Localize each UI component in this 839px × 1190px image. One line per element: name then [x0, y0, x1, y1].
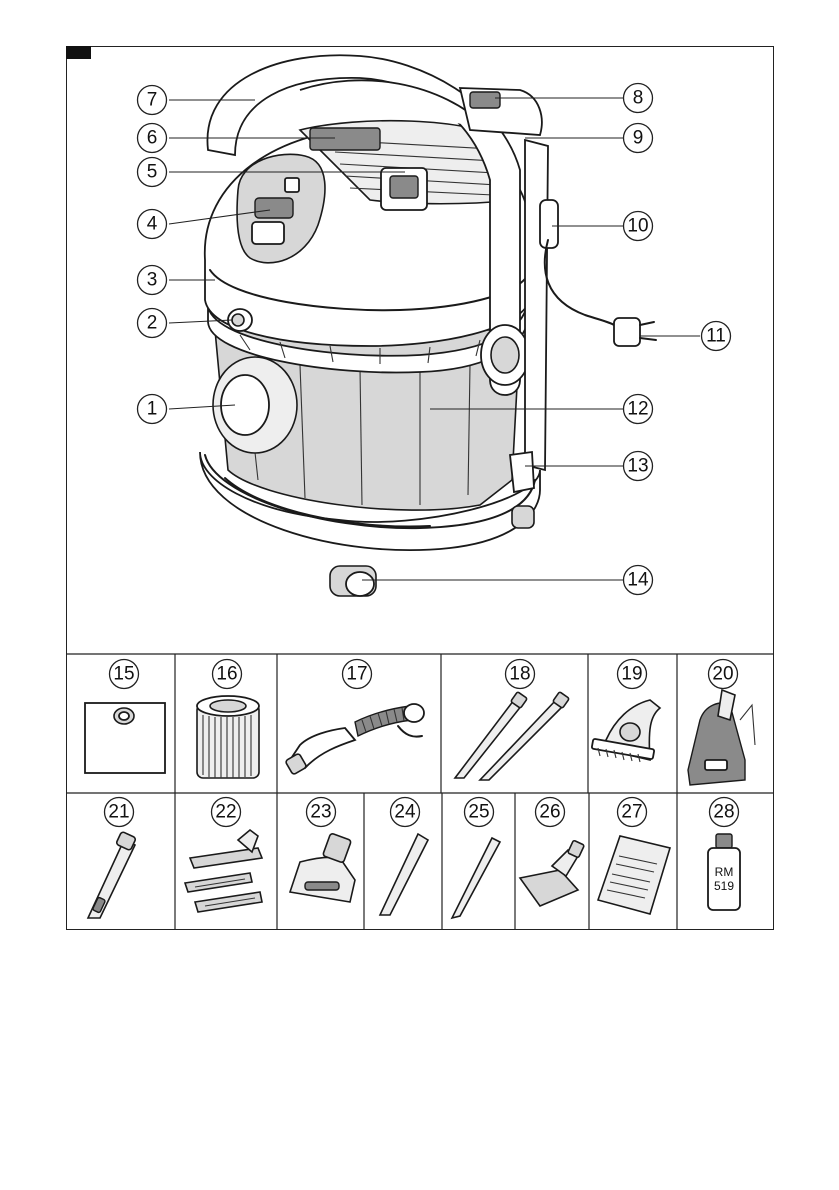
svg-text:22: 22 — [215, 802, 236, 823]
svg-text:1: 1 — [147, 399, 158, 420]
floor-nozzle-inserts-icon — [185, 830, 262, 912]
callout-26: 26 — [536, 798, 565, 827]
callout-8: 8 — [624, 84, 653, 113]
bottle-label-line1: RM — [715, 865, 734, 879]
svg-text:18: 18 — [509, 664, 530, 685]
svg-text:27: 27 — [621, 802, 642, 823]
callout-9: 9 — [624, 124, 653, 153]
callout-12: 12 — [624, 395, 653, 424]
callout-3: 3 — [138, 266, 167, 295]
svg-text:17: 17 — [346, 664, 367, 685]
callout-25: 25 — [465, 798, 494, 827]
filter-bag-icon — [85, 703, 165, 773]
detergent-bottle-icon: RM 519 — [708, 834, 740, 910]
svg-text:10: 10 — [627, 216, 648, 237]
callout-24: 24 — [391, 798, 420, 827]
adapter-icon — [88, 831, 136, 918]
upholstery-nozzle-icon — [290, 833, 355, 902]
accessory-grid — [66, 654, 774, 930]
svg-text:2: 2 — [147, 313, 158, 334]
suction-tubes-icon — [455, 692, 569, 780]
callout-16: 16 — [213, 660, 242, 689]
callout-5: 5 — [138, 158, 167, 187]
callout-28: 28 — [710, 798, 739, 827]
hard-floor-nozzle-icon — [520, 840, 584, 906]
svg-text:3: 3 — [147, 270, 158, 291]
svg-text:23: 23 — [310, 802, 331, 823]
vacuum-cleaner-illustration — [200, 55, 656, 596]
svg-text:25: 25 — [468, 802, 489, 823]
svg-text:15: 15 — [113, 664, 134, 685]
callout-22: 22 — [212, 798, 241, 827]
floor-spray-nozzle-icon — [688, 690, 755, 785]
callout-2: 2 — [138, 309, 167, 338]
svg-text:4: 4 — [147, 214, 158, 235]
callout-6: 6 — [138, 124, 167, 153]
crevice-nozzle-icon — [380, 834, 428, 915]
callout-14: 14 — [624, 566, 653, 595]
callout-11: 11 — [702, 322, 731, 351]
callout-21: 21 — [105, 798, 134, 827]
cartridge-filter-icon — [197, 696, 259, 778]
svg-text:16: 16 — [216, 664, 237, 685]
upholstery-spray-nozzle-icon — [592, 700, 660, 762]
callout-7: 7 — [138, 86, 167, 115]
bottle-label-line2: 519 — [714, 879, 734, 893]
svg-text:24: 24 — [394, 802, 416, 823]
svg-text:11: 11 — [706, 326, 726, 347]
svg-text:20: 20 — [712, 664, 733, 685]
svg-text:6: 6 — [147, 128, 158, 149]
callout-27: 27 — [618, 798, 647, 827]
svg-text:9: 9 — [633, 128, 644, 149]
svg-text:26: 26 — [539, 802, 560, 823]
svg-text:12: 12 — [627, 399, 648, 420]
svg-text:28: 28 — [713, 802, 734, 823]
spray-suction-hose-icon — [285, 704, 424, 775]
callout-18: 18 — [506, 660, 535, 689]
svg-text:7: 7 — [147, 90, 158, 111]
svg-text:21: 21 — [108, 802, 129, 823]
svg-text:19: 19 — [621, 664, 642, 685]
svg-text:5: 5 — [147, 162, 158, 183]
callout-19: 19 — [618, 660, 647, 689]
callout-1: 1 — [138, 395, 167, 424]
callout-20: 20 — [709, 660, 738, 689]
svg-text:8: 8 — [633, 88, 644, 109]
callout-23: 23 — [307, 798, 336, 827]
manual-booklet-icon — [598, 836, 670, 914]
callout-13: 13 — [624, 452, 653, 481]
callout-17: 17 — [343, 660, 372, 689]
svg-text:14: 14 — [627, 570, 649, 591]
narrow-crevice-nozzle-icon — [452, 838, 500, 918]
callout-15: 15 — [110, 660, 139, 689]
svg-text:13: 13 — [627, 456, 648, 477]
callout-4: 4 — [138, 210, 167, 239]
callout-10: 10 — [624, 212, 653, 241]
